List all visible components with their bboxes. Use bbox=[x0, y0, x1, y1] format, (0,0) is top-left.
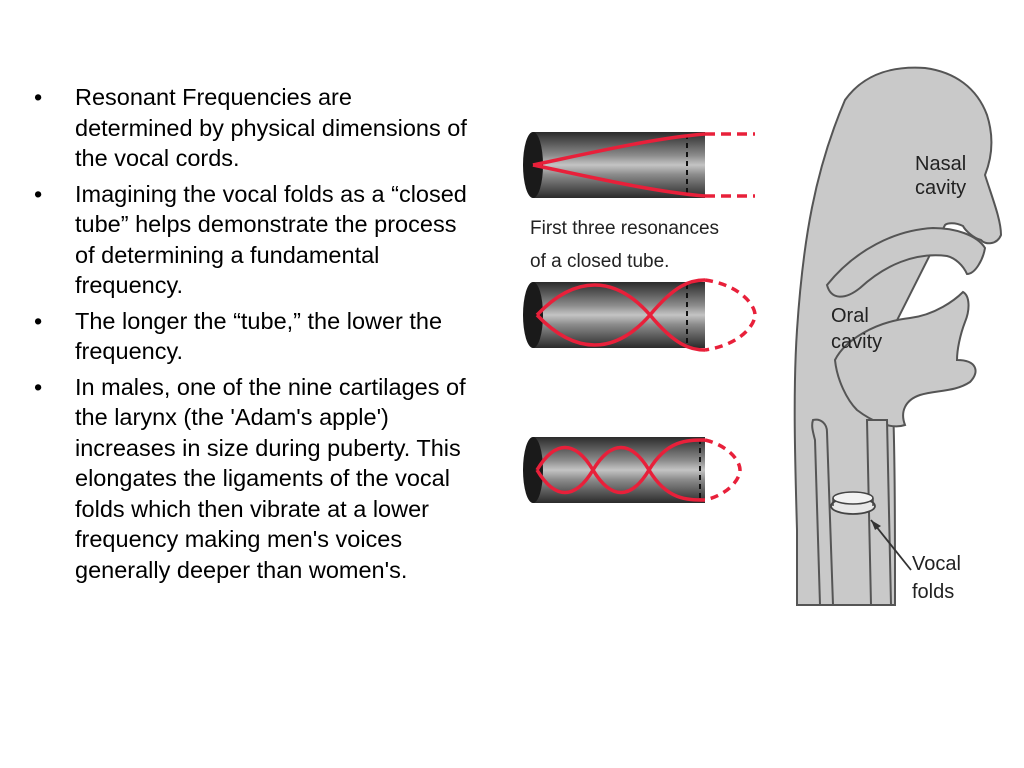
closed-tube-3 bbox=[523, 437, 742, 503]
closed-tube-1 bbox=[523, 132, 755, 198]
caption-line1: First three resonances bbox=[530, 218, 719, 239]
wave-extension bbox=[704, 278, 757, 352]
bullet-text: The longer the “tube,” the lower the fre… bbox=[75, 307, 443, 365]
label-oral-line2: cavity bbox=[831, 331, 882, 353]
label-vocal-line2: folds bbox=[912, 581, 954, 603]
vocal-folds-shape bbox=[830, 491, 876, 515]
tube-closed-end bbox=[523, 437, 543, 503]
wave-path bbox=[532, 163, 706, 198]
anatomy-diagram: Nasal cavity Oral cavity Vocal folds bbox=[793, 66, 1003, 606]
epiglottis bbox=[811, 418, 835, 606]
neck-front bbox=[865, 419, 893, 606]
label-nasal-line1: Nasal bbox=[915, 153, 966, 175]
bullet-list: • Resonant Frequencies are determined by… bbox=[34, 82, 474, 590]
arrowhead-icon bbox=[871, 520, 881, 530]
bullet-marker: • bbox=[34, 180, 43, 207]
bullet-item: • In males, one of the nine cartilages o… bbox=[34, 372, 474, 586]
bullet-item: • Imagining the vocal folds as a “closed… bbox=[34, 179, 474, 301]
closed-tube-2 bbox=[523, 278, 757, 352]
wave-path bbox=[535, 438, 706, 495]
label-nasal-line2: cavity bbox=[915, 177, 966, 199]
wave-path bbox=[535, 445, 706, 502]
wave-path bbox=[532, 132, 706, 167]
vocal-tract-figure: Nasal cavity Oral cavity Vocal folds Fir… bbox=[515, 60, 1024, 620]
bullet-marker: • bbox=[34, 84, 43, 110]
tube-body bbox=[533, 132, 705, 198]
caption-line2: of a closed tube. bbox=[530, 251, 669, 272]
bullet-text: In males, one of the nine cartilages of … bbox=[75, 373, 466, 583]
bullet-text: Resonant Frequencies are determined by p… bbox=[75, 84, 467, 171]
label-oral-line1: Oral bbox=[831, 305, 869, 327]
tube-closed-end bbox=[523, 282, 543, 348]
wave-path bbox=[535, 278, 706, 347]
figure-svg: Nasal cavity Oral cavity Vocal folds Fir… bbox=[523, 66, 1003, 606]
palate bbox=[825, 226, 987, 298]
bullet-marker: • bbox=[34, 373, 43, 400]
bullet-item: • The longer the “tube,” the lower the f… bbox=[34, 306, 474, 367]
bullet-item: • Resonant Frequencies are determined by… bbox=[34, 82, 474, 174]
vocal-folds-arrow bbox=[870, 519, 912, 571]
wave-extension bbox=[704, 438, 742, 502]
bullet-marker: • bbox=[34, 307, 43, 334]
head-outline bbox=[793, 66, 1003, 606]
bullet-text: Imagining the vocal folds as a “closed t… bbox=[75, 180, 467, 299]
label-vocal-line1: Vocal bbox=[912, 553, 961, 575]
wave-path bbox=[535, 283, 706, 352]
